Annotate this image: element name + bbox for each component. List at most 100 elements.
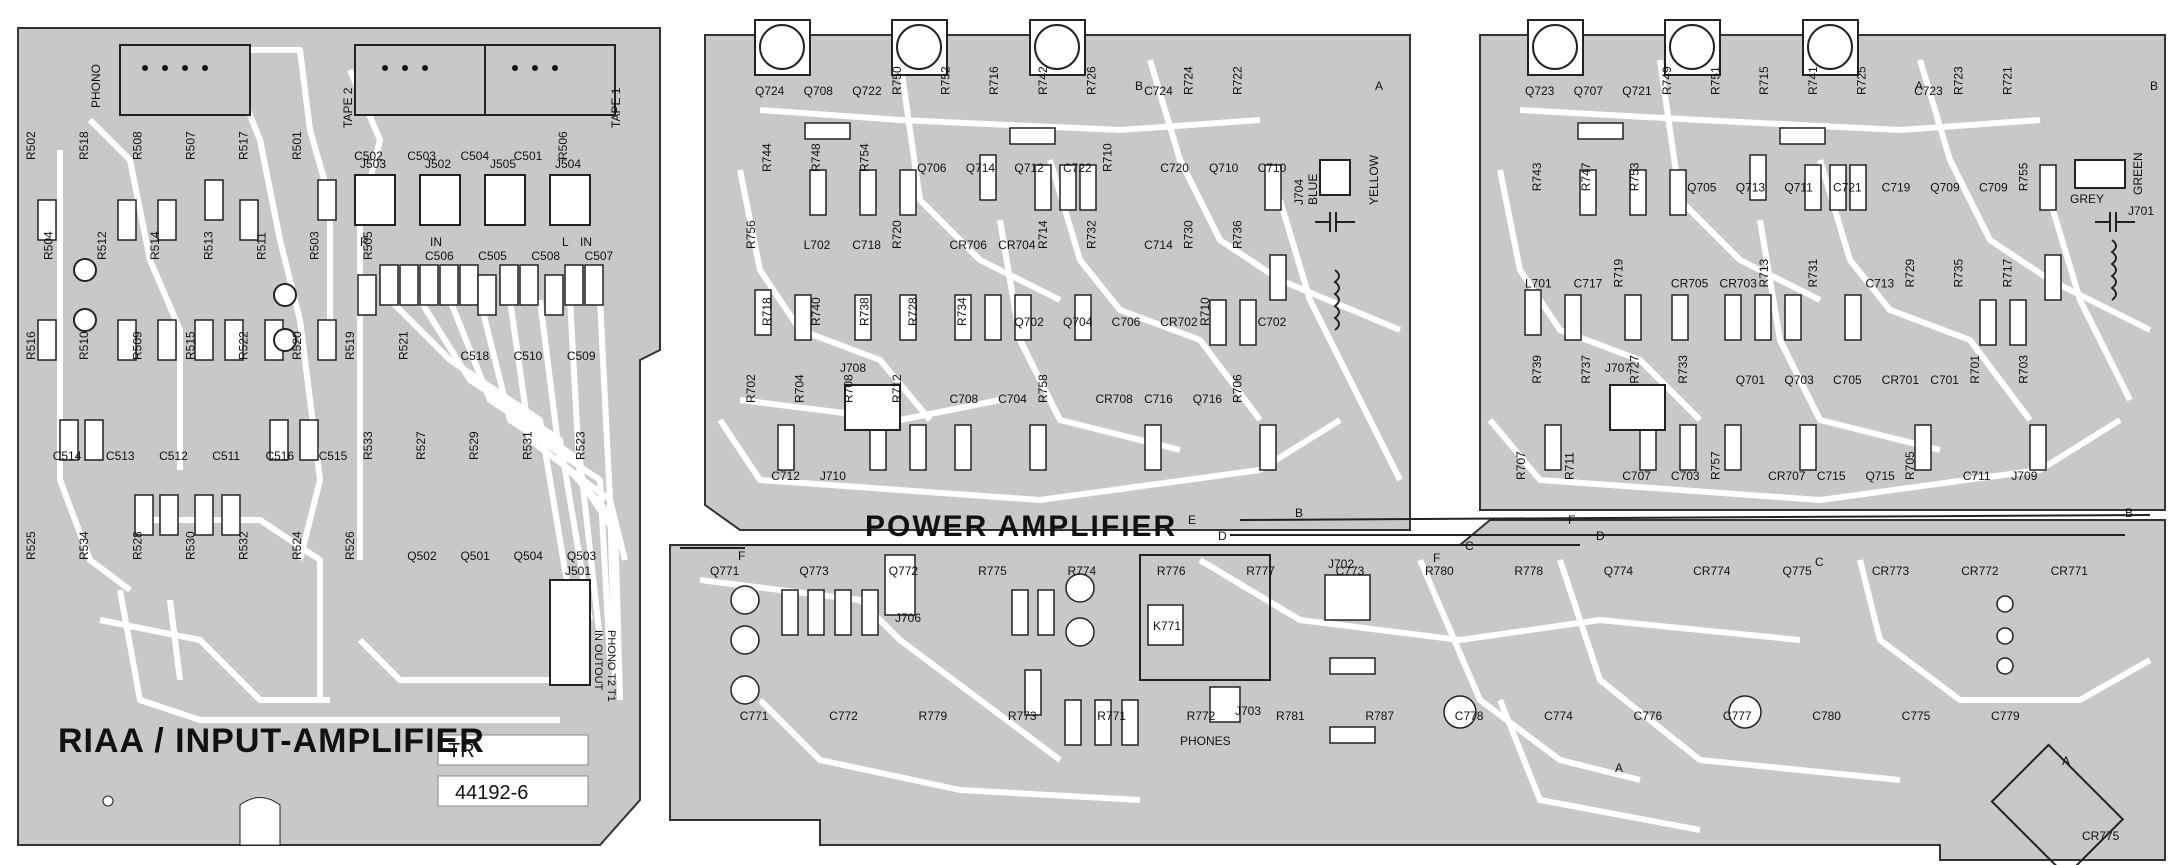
part-r714: R714 [1036, 220, 1050, 249]
part-r522: R522 [237, 331, 251, 360]
tr-label-box [437, 734, 589, 766]
part-c504: C504 [460, 149, 489, 163]
part-cr702: CR702 [1160, 315, 1198, 329]
bus-a-label-3: A [1615, 761, 1623, 775]
part-q708: Q708 [804, 84, 834, 98]
part-l701: L701 [1525, 277, 1552, 291]
part-cr705: CR705 [1671, 277, 1709, 291]
part-c510: C510 [514, 349, 543, 363]
bus-wires [680, 514, 2151, 549]
part-r501: R501 [290, 131, 304, 160]
j704-label: J704 [1292, 179, 1306, 205]
j505-label: J505 [490, 157, 516, 171]
part-r517: R517 [237, 131, 251, 160]
part-cr707: CR707 [1768, 469, 1806, 483]
bus-a-label-4: A [2062, 754, 2070, 768]
bus-d-label-2: D [1596, 529, 1605, 543]
part-j709: J709 [2011, 469, 2037, 483]
part-q722: Q722 [852, 84, 882, 98]
part-r503: R503 [308, 231, 322, 260]
part-r758: R758 [1036, 374, 1050, 403]
part-r528: R528 [130, 531, 144, 560]
part-cr701: CR701 [1882, 373, 1920, 387]
part-r713: R713 [1757, 258, 1771, 287]
part-q724: Q724 [755, 84, 785, 98]
part-r516: R516 [24, 331, 38, 360]
part-cr708: CR708 [1095, 392, 1133, 406]
part-r716: R716 [987, 66, 1001, 95]
tr-label: TR [448, 740, 475, 762]
tape1-label: TAPE 1 [609, 87, 623, 128]
part-c719: C719 [1882, 180, 1911, 194]
part-r740: R740 [809, 297, 823, 326]
phono-connector [119, 44, 251, 116]
part-r733: R733 [1676, 355, 1690, 384]
part-r743: R743 [1530, 162, 1544, 191]
part-c724: C724 [1144, 84, 1173, 98]
bus-a-label-2: A [1915, 79, 1923, 93]
part-r772: R772 [1187, 709, 1216, 723]
part-q504: Q504 [514, 549, 544, 563]
part-r515: R515 [184, 331, 198, 360]
j503-label: J503 [360, 157, 386, 171]
part-q723: Q723 [1525, 84, 1555, 98]
phono-io-label: PHONO T2 T1 [605, 630, 617, 702]
part-c710: C710 [1258, 161, 1287, 175]
part-cr771: CR771 [2051, 564, 2089, 578]
part-r708: R708 [841, 374, 855, 403]
part-c777: C777 [1723, 709, 1752, 723]
part-r735: R735 [1952, 258, 1966, 287]
part-c503: C503 [407, 149, 436, 163]
bus-b-label-4: B [2125, 506, 2133, 520]
part-r737: R737 [1579, 355, 1593, 384]
bus-a-label-1: A [1375, 79, 1383, 93]
part-r723: R723 [1952, 66, 1966, 95]
part-r722: R722 [1230, 66, 1244, 95]
part-r732: R732 [1084, 220, 1098, 249]
part-r502: R502 [24, 131, 38, 160]
part-r506: R506 [556, 131, 570, 160]
riaa-board-outline [17, 27, 661, 846]
part-r731: R731 [1806, 258, 1820, 287]
r-label-1: R [360, 235, 369, 249]
part-r519: R519 [343, 331, 357, 360]
bus-b-label-3: B [1295, 506, 1303, 520]
part-r514: R514 [148, 231, 162, 260]
bus-e-label: E [1188, 513, 1196, 527]
part-r781: R781 [1276, 709, 1305, 723]
part-r780: R780 [1425, 564, 1454, 578]
part-c714: C714 [1144, 238, 1173, 252]
part-r775: R775 [978, 564, 1007, 578]
part-c709: C709 [1979, 180, 2008, 194]
j501-connector [549, 579, 591, 686]
bus-d-label: D [1218, 529, 1227, 543]
part-r710: R710 [1101, 143, 1115, 172]
phono-label: PHONO [89, 64, 103, 108]
part-r706: R706 [1230, 374, 1244, 403]
part-r531: R531 [520, 431, 534, 460]
part-r705: R705 [1903, 451, 1917, 480]
power-amplifier-title: POWER AMPLIFIER [865, 510, 1177, 543]
part-r774: R774 [1068, 564, 1097, 578]
part-q716: Q716 [1193, 392, 1223, 406]
part-r777: R777 [1246, 564, 1275, 578]
part-r776: R776 [1157, 564, 1186, 578]
part-r756: R756 [744, 220, 758, 249]
power-board-outline-2 [1479, 34, 2166, 511]
part-q774: Q774 [1604, 564, 1634, 578]
part-c518: C518 [460, 349, 489, 363]
part-q706: Q706 [917, 161, 947, 175]
part-number-box [437, 775, 589, 807]
part-r726: R726 [1084, 66, 1098, 95]
part-q773: Q773 [799, 564, 829, 578]
part-r747: R747 [1579, 162, 1593, 191]
part-r752: R752 [939, 66, 953, 95]
power-amp-board-left [669, 19, 2166, 861]
part-q704: Q704 [1063, 315, 1093, 329]
part-c516: C516 [265, 449, 294, 463]
part-c773: C773 [1336, 564, 1365, 578]
part-c507: C507 [585, 249, 614, 263]
part-r736: R736 [1230, 220, 1244, 249]
j504-label: J504 [555, 157, 581, 171]
